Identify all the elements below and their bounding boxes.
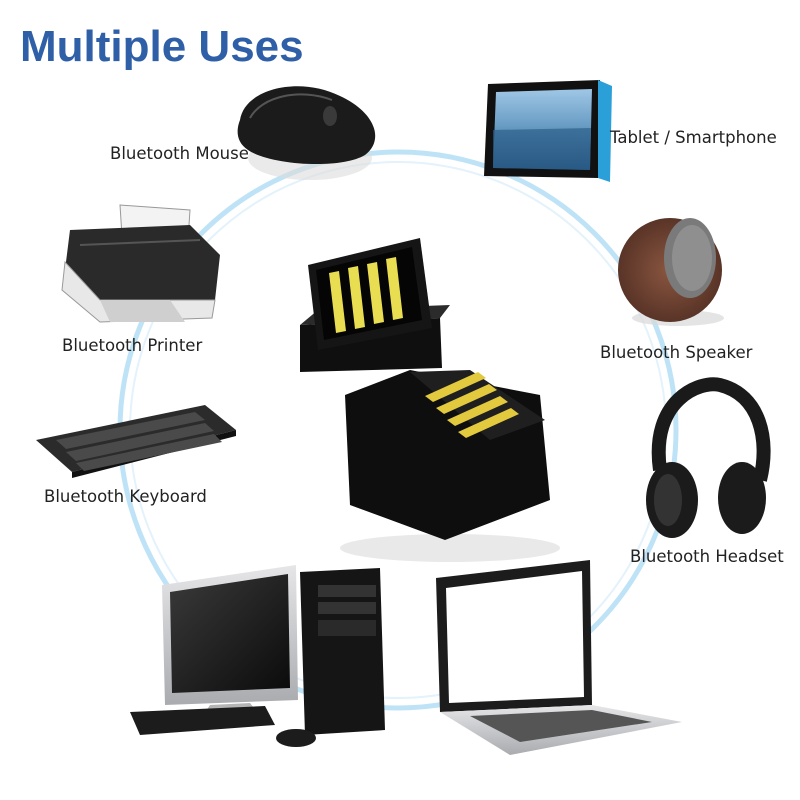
label-tablet-smartphone: Tablet / Smartphone — [610, 128, 777, 147]
label-bluetooth-headset: Bluetooth Headset — [630, 547, 784, 566]
label-bluetooth-mouse: Bluetooth Mouse — [110, 144, 249, 163]
printer-image — [61, 204, 220, 323]
speaker-image — [618, 218, 724, 326]
tablet-image — [484, 80, 612, 182]
laptop-image — [436, 560, 682, 755]
keyboard-image — [36, 405, 236, 478]
label-bluetooth-speaker: Bluetooth Speaker — [600, 343, 753, 362]
label-bluetooth-keyboard: Bluetooth Keyboard — [44, 487, 207, 506]
headset-image — [646, 377, 771, 538]
usb-adapter-top — [300, 238, 450, 372]
mouse-image — [237, 86, 376, 180]
label-bluetooth-printer: Bluetooth Printer — [62, 336, 203, 355]
usb-adapter-bottom — [340, 370, 560, 562]
page-title: Multiple Uses — [20, 22, 304, 71]
desktop-computer-image — [130, 565, 385, 747]
